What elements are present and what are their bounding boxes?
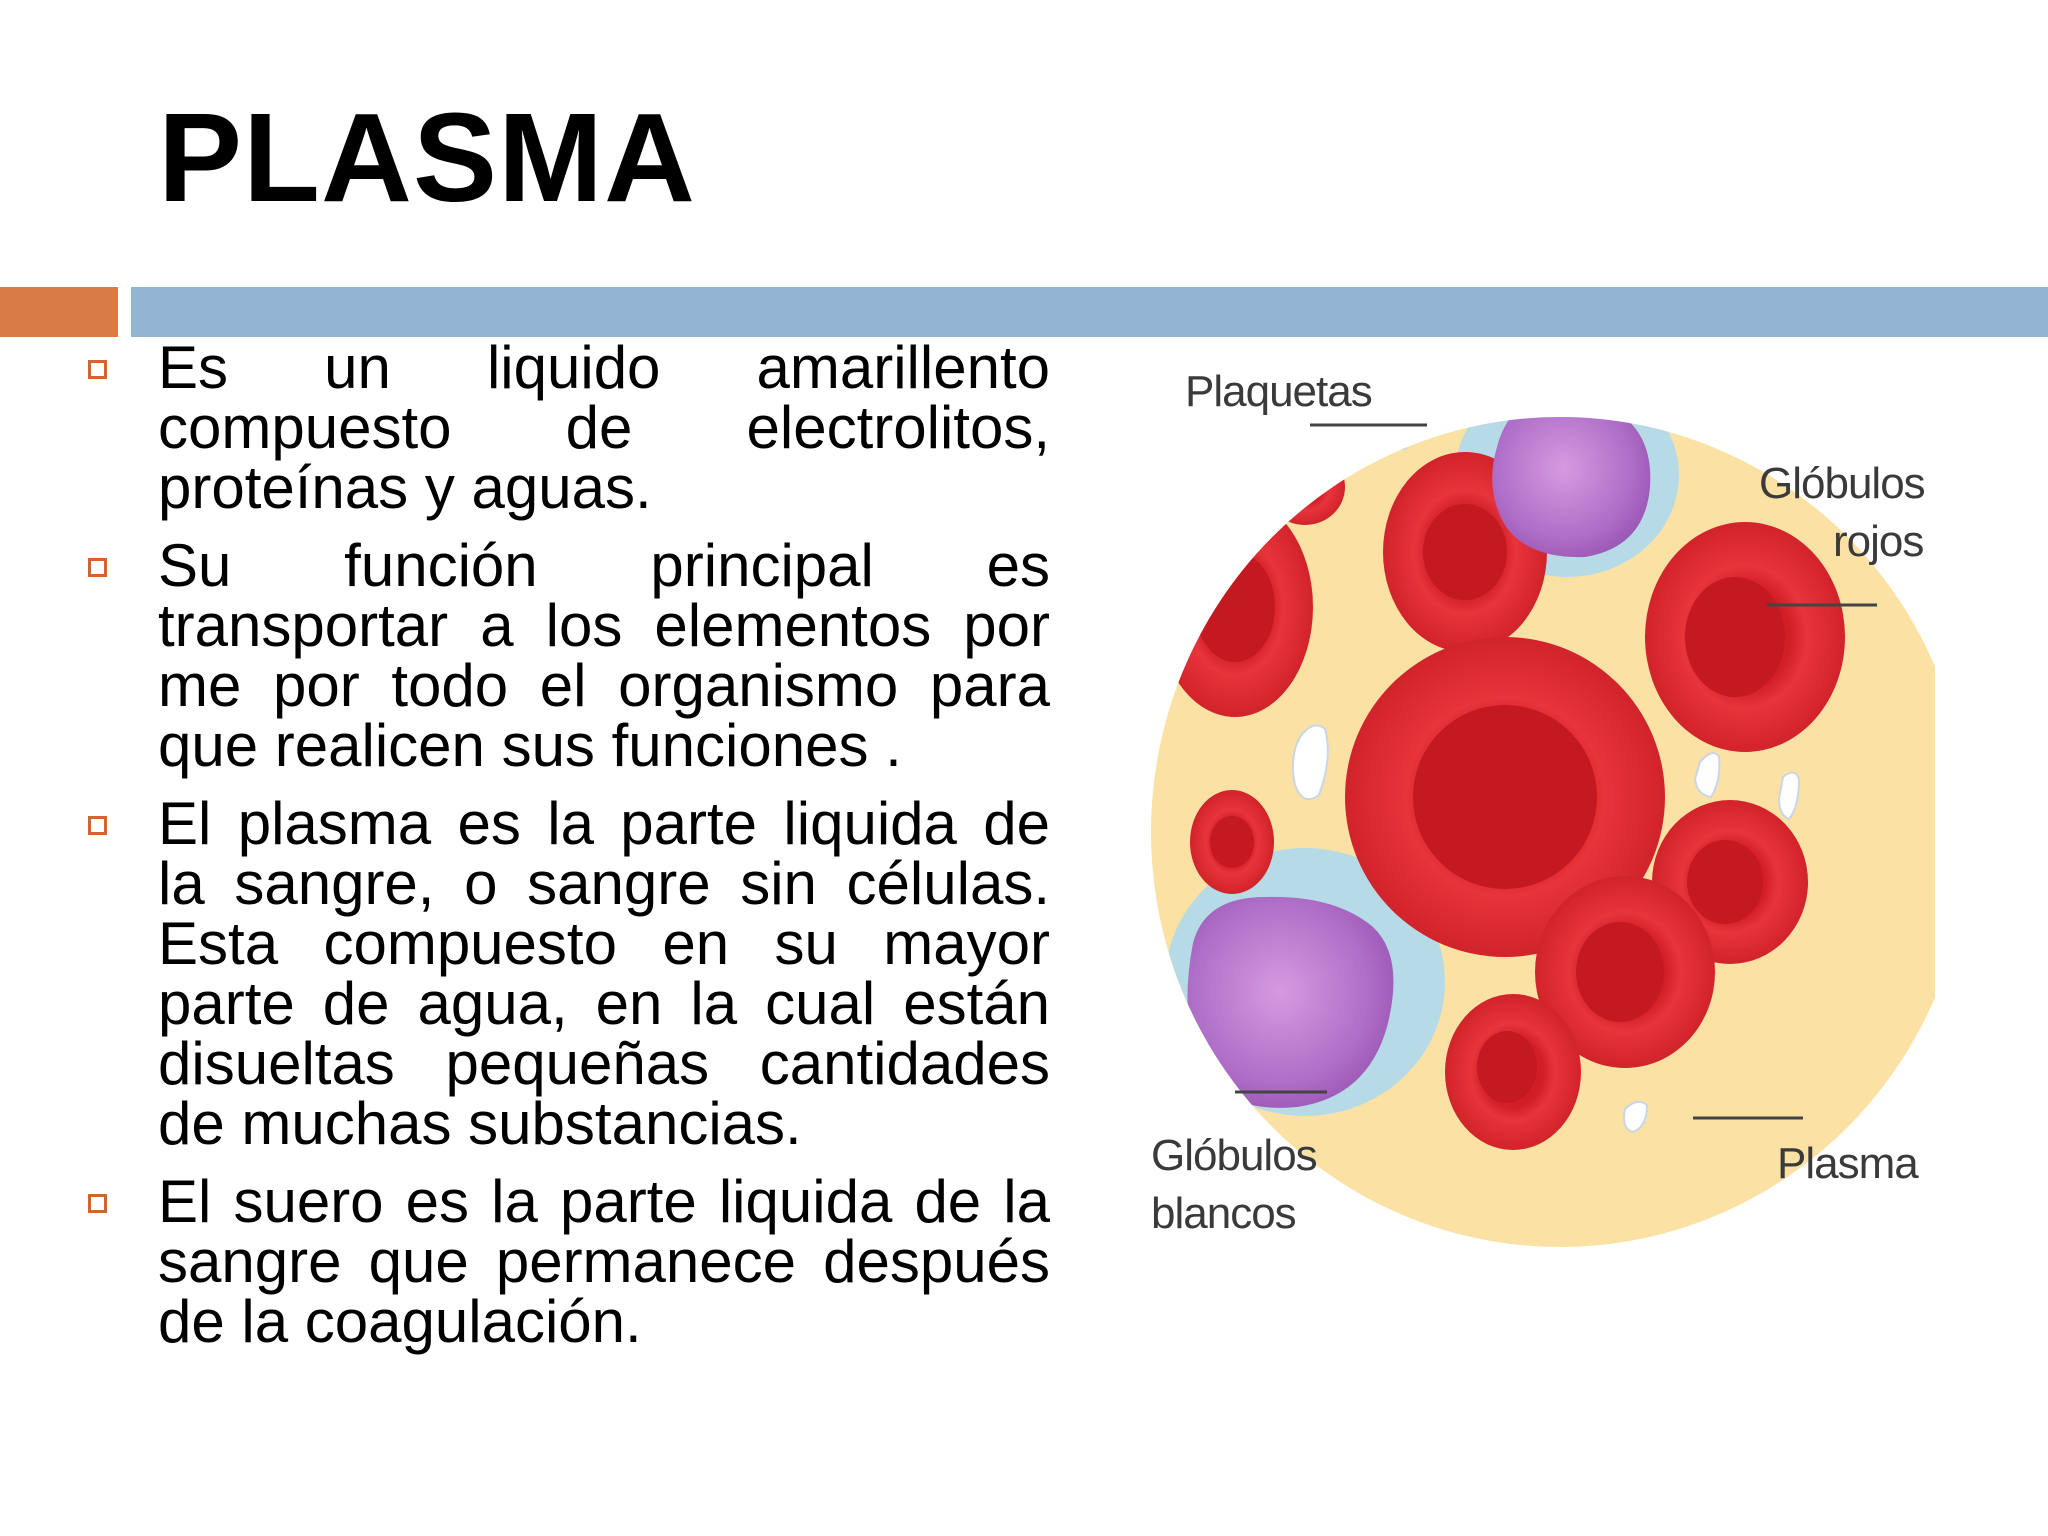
- bullet-text: El suero es la parte liquida de la sangr…: [158, 1168, 1050, 1355]
- square-bullet-icon: [88, 360, 107, 379]
- red-cell: [1345, 637, 1665, 957]
- bullet-item: El plasma es la parte liquida de la sang…: [80, 794, 1050, 1154]
- white-cell: [1187, 896, 1394, 1108]
- label-red-cells-line2: rojos: [1833, 517, 1924, 566]
- platelet: [1623, 1100, 1649, 1134]
- bullet-text: El plasma es la parte liquida de la sang…: [158, 790, 1050, 1157]
- platelet: [1291, 724, 1329, 801]
- label-white-cells-line2: blancos: [1151, 1189, 1297, 1238]
- blood-components-figure: Plaquetas Glóbulos rojos Glóbulos blanco…: [1135, 337, 1969, 1257]
- blood-cells-illustration: [1151, 417, 1969, 1247]
- bullet-list: Es un liquido amarillento compuesto de e…: [80, 338, 1050, 1370]
- platelet: [1777, 771, 1801, 821]
- bullet-item: Su función principal es transportar a lo…: [80, 536, 1050, 776]
- square-bullet-icon: [88, 816, 107, 835]
- red-cell: [1645, 522, 1845, 752]
- platelet: [1693, 752, 1721, 799]
- square-bullet-icon: [88, 1194, 107, 1213]
- slide-title: PLASMA: [158, 87, 696, 228]
- accent-bar-orange: [0, 287, 118, 337]
- bullet-item: El suero es la parte liquida de la sangr…: [80, 1172, 1050, 1352]
- platelet: [1387, 417, 1415, 451]
- square-bullet-icon: [88, 558, 107, 577]
- label-platelets: Plaquetas: [1185, 367, 1373, 416]
- label-white-cells-line1: Glóbulos: [1151, 1131, 1318, 1180]
- red-cell: [1265, 449, 1345, 525]
- red-cell: [1535, 876, 1715, 1068]
- label-plasma: Plasma: [1777, 1139, 1919, 1188]
- label-red-cells-line1: Glóbulos: [1759, 459, 1926, 508]
- red-cell: [1445, 994, 1581, 1150]
- red-cell: [1190, 790, 1274, 894]
- red-cell: [1157, 497, 1313, 717]
- bullet-text: Es un liquido amarillento compuesto de e…: [158, 334, 1050, 521]
- bullet-text: Su función principal es transportar a lo…: [158, 532, 1050, 779]
- white-cell: [1492, 417, 1651, 558]
- bullet-item: Es un liquido amarillento compuesto de e…: [80, 338, 1050, 518]
- accent-bar-blue: [131, 287, 2048, 337]
